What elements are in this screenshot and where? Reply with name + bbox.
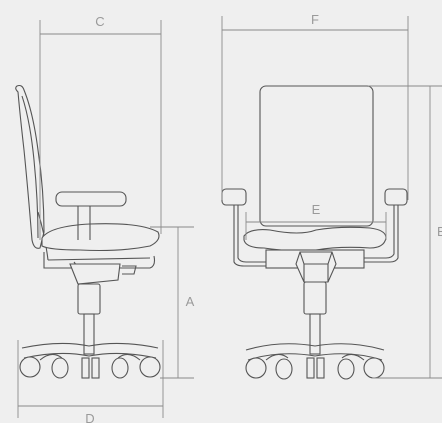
side-casters — [19, 353, 161, 379]
front-armrest-left — [221, 188, 247, 206]
front-armrest-right — [384, 188, 408, 206]
label-c: C — [95, 14, 104, 29]
side-armrest — [55, 191, 127, 207]
dimension-lines — [17, 16, 442, 418]
side-view-chair — [15, 84, 161, 379]
front-view-chair — [221, 85, 408, 380]
front-seat — [243, 226, 387, 252]
dimension-labels: C F E A B D — [85, 12, 442, 423]
front-backrest — [259, 85, 374, 227]
label-a: A — [186, 294, 195, 309]
front-casters — [245, 353, 385, 380]
side-seat — [41, 223, 160, 252]
side-gas-cylinder — [77, 283, 101, 315]
label-e: E — [312, 202, 321, 217]
front-base — [245, 343, 385, 351]
front-gas-cylinder — [303, 281, 327, 315]
label-f: F — [311, 12, 319, 27]
label-d: D — [85, 411, 94, 423]
side-base — [21, 342, 159, 349]
label-b: B — [437, 224, 442, 239]
side-mechanism — [69, 263, 121, 285]
